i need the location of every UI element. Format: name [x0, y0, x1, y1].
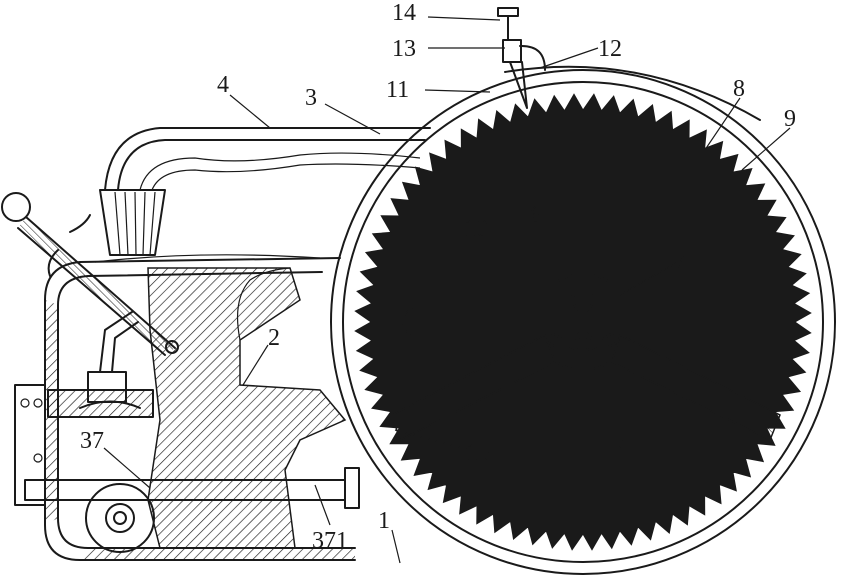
label-11: 11 — [386, 77, 409, 103]
label-10: 10 — [464, 216, 488, 242]
label-4: 4 — [217, 72, 229, 98]
label-3: 3 — [305, 85, 317, 111]
label-2: 2 — [268, 325, 280, 351]
label-1: 1 — [378, 508, 390, 534]
label-7: 7 — [674, 248, 686, 274]
label-14: 14 — [392, 0, 416, 26]
top-pin — [498, 8, 545, 108]
label-5: 5 — [612, 428, 624, 454]
label-6: 6 — [530, 202, 542, 228]
inner-block — [148, 268, 345, 548]
label-12: 12 — [598, 36, 622, 62]
label-371: 371 — [312, 528, 348, 554]
label-9: 9 — [784, 106, 796, 132]
label-8: 8 — [733, 76, 745, 102]
saw-wheel — [331, 67, 835, 574]
label-13: 13 — [392, 36, 416, 62]
label-37: 37 — [80, 428, 104, 454]
label-15: 15 — [466, 440, 490, 466]
